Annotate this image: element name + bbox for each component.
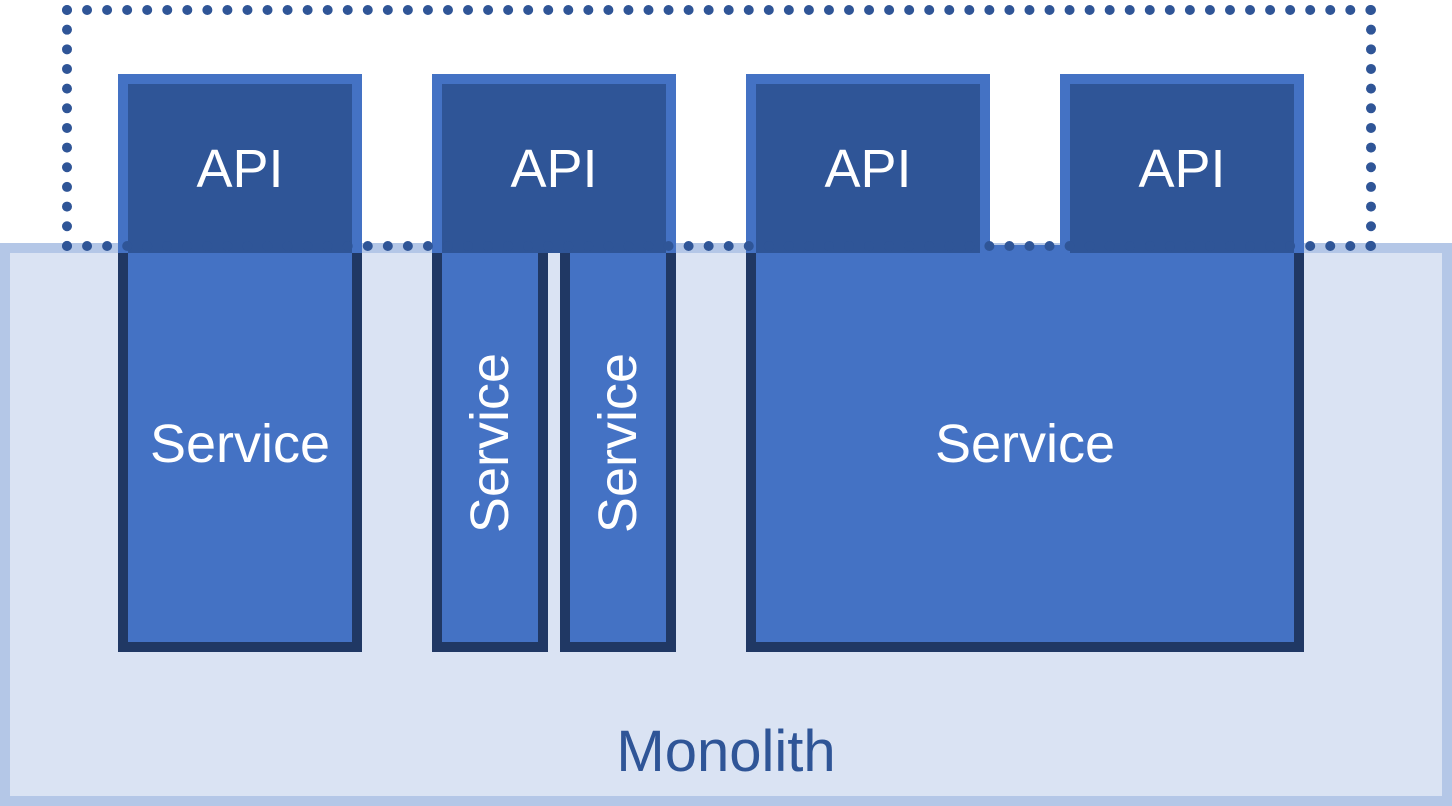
api-box-4: API [1060,74,1304,253]
service-label: Service [588,353,648,534]
monolith-label: Monolith [616,719,836,784]
api-box-3: API [746,74,990,253]
service-label: Service [934,413,1116,474]
service-box-1: Service [118,245,362,652]
service-label: Service [460,353,520,534]
api-label: API [1138,138,1226,199]
api-box-2: API [432,74,676,253]
service-label: Service [149,413,331,474]
api-label: API [510,138,598,199]
service-box-2: Service [432,245,548,652]
api-label: API [824,138,912,199]
service-box-4: Service [746,245,1304,652]
api-box-1: API [118,74,362,253]
api-label: API [196,138,284,199]
service-box-3: Service [560,245,676,652]
